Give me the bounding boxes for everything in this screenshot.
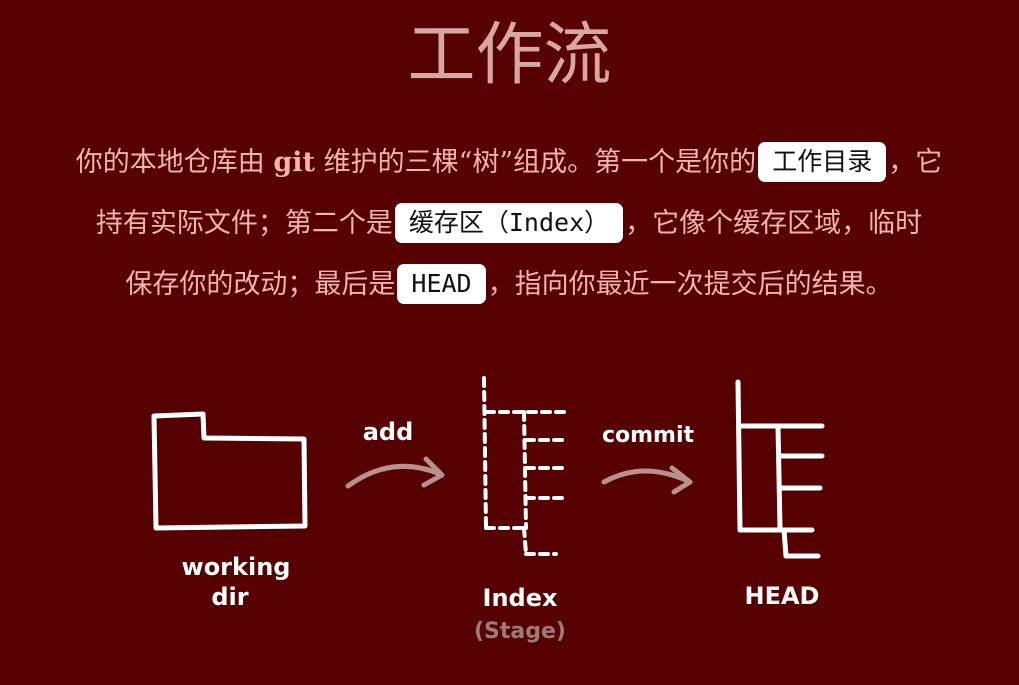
working-dir-label-line2: dir [211, 583, 248, 611]
intro-text-2b: ，它像个缓存区域，临时 [625, 208, 923, 239]
working-dir-badge: 工作目录 [758, 142, 887, 182]
intro-paragraph: 你的本地仓库由 git 维护的三棵“树”组成。第一个是你的工作目录，它 持有实际… [14, 132, 1004, 315]
intro-text-1c: ，它 [888, 147, 943, 178]
index-badge: 缓存区（Index） [394, 203, 624, 243]
add-label: add [363, 418, 414, 446]
intro-text-3a: 保存你的改动；最后是 [125, 269, 396, 300]
head-label: HEAD [745, 582, 820, 610]
workflow-diagram: add commit working [0, 360, 1019, 685]
git-word: git [273, 147, 315, 178]
intro-text-3b: ，指向你最近一次提交后的结果。 [487, 269, 893, 300]
page-title: 工作流 [407, 16, 612, 95]
workflow-diagram-svg: add commit working [151, 376, 825, 644]
add-arrowhead-icon [421, 456, 445, 488]
head-tree-icon [735, 379, 825, 559]
index-label: Index [483, 584, 558, 612]
add-arrow-icon [345, 463, 443, 489]
commit-label: commit [602, 423, 695, 448]
index-tree-icon [482, 376, 570, 556]
commit-arrowhead-icon [669, 465, 693, 495]
intro-text-1a: 你的本地仓库由 [75, 147, 274, 178]
head-badge: HEAD [397, 264, 486, 304]
folder-icon [151, 411, 308, 531]
working-dir-label-line1: working [182, 553, 291, 581]
stage-label: (Stage) [474, 619, 566, 644]
intro-text-2a: 持有实际文件；第二个是 [95, 208, 393, 239]
intro-text-1b: 维护的三棵“树”组成。第一个是你的 [314, 147, 757, 178]
